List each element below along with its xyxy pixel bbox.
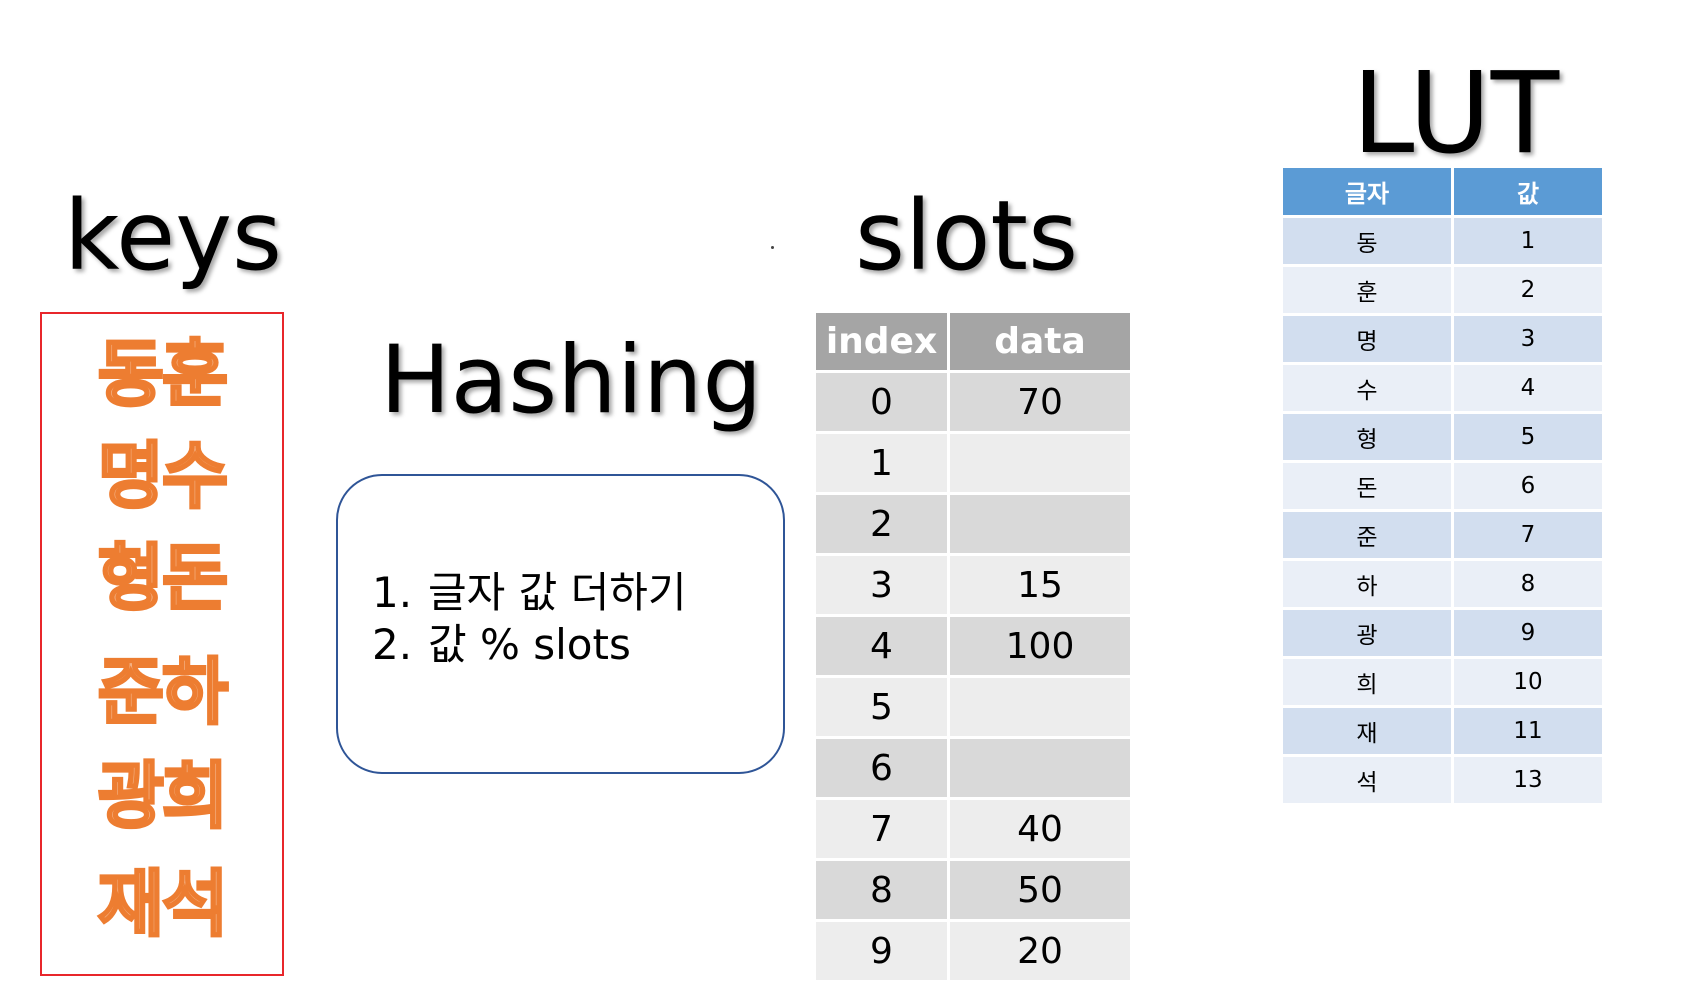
slot-index: 6: [816, 739, 947, 797]
lut-char: 희: [1283, 659, 1451, 705]
key-word: 동훈: [96, 332, 229, 416]
column-header-char: 글자: [1283, 168, 1451, 215]
table-row: 2: [816, 495, 1130, 553]
step-number: 2.: [372, 620, 413, 669]
lut-value: 8: [1454, 561, 1602, 607]
keys-box: 동훈 명수 형돈 준하 광희 재석: [40, 312, 284, 976]
table-row: 1: [816, 434, 1130, 492]
key-word: 광희: [96, 754, 229, 838]
lut-char: 광: [1283, 610, 1451, 656]
slot-index: 3: [816, 556, 947, 614]
slot-index: 4: [816, 617, 947, 675]
lut-value: 13: [1454, 757, 1602, 803]
key-word: 재석: [96, 862, 229, 946]
table-header-row: index data: [816, 313, 1130, 370]
lut-char: 형: [1283, 414, 1451, 460]
lut-value: 3: [1454, 316, 1602, 362]
slot-index: 9: [816, 922, 947, 980]
slot-data: [950, 739, 1130, 797]
slot-data: 40: [950, 800, 1130, 858]
slot-data: 20: [950, 922, 1130, 980]
slot-data: [950, 434, 1130, 492]
lut-value: 1: [1454, 218, 1602, 264]
lut-char: 하: [1283, 561, 1451, 607]
lut-char: 돈: [1283, 463, 1451, 509]
keys-title: keys: [64, 180, 283, 292]
slot-index: 7: [816, 800, 947, 858]
slot-data: [950, 495, 1130, 553]
slot-index: 5: [816, 678, 947, 736]
lut-title: LUT: [1352, 49, 1560, 179]
column-header-data: data: [950, 313, 1130, 370]
key-word: 명수: [96, 434, 229, 518]
lut-char: 명: [1283, 316, 1451, 362]
lut-value: 6: [1454, 463, 1602, 509]
lut-value: 5: [1454, 414, 1602, 460]
slot-index: 1: [816, 434, 947, 492]
table-header-row: 글자 값: [1283, 168, 1602, 215]
lut-char: 석: [1283, 757, 1451, 803]
lut-value: 2: [1454, 267, 1602, 313]
lut-char: 준: [1283, 512, 1451, 558]
slot-data: 50: [950, 861, 1130, 919]
table-row: 5: [816, 678, 1130, 736]
lut-value: 10: [1454, 659, 1602, 705]
hash-step: 2.값 % slots: [372, 624, 631, 666]
stray-dot: [771, 246, 774, 249]
lut-value: 11: [1454, 708, 1602, 754]
slot-data: [950, 678, 1130, 736]
table-row: 6: [816, 739, 1130, 797]
key-word: 준하: [96, 650, 229, 734]
slot-data: 15: [950, 556, 1130, 614]
lut-char: 동: [1283, 218, 1451, 264]
slot-data: 100: [950, 617, 1130, 675]
lut-char: 수: [1283, 365, 1451, 411]
slot-data: 70: [950, 373, 1130, 431]
hash-steps-box: 1.글자 값 더하기 2.값 % slots: [336, 474, 785, 774]
lut-char: 재: [1283, 708, 1451, 754]
slot-index: 8: [816, 861, 947, 919]
lut-char: 훈: [1283, 267, 1451, 313]
lut-value: 4: [1454, 365, 1602, 411]
key-word: 형돈: [96, 536, 229, 620]
lut-value: 7: [1454, 512, 1602, 558]
step-number: 1.: [372, 568, 413, 617]
slot-index: 0: [816, 373, 947, 431]
hashing-title: Hashing: [380, 326, 763, 435]
column-header-index: index: [816, 313, 947, 370]
slots-title: slots: [855, 180, 1079, 292]
hash-step: 1.글자 값 더하기: [372, 572, 687, 614]
slot-index: 2: [816, 495, 947, 553]
step-text: 값 % slots: [428, 620, 631, 669]
lut-value: 9: [1454, 610, 1602, 656]
step-text: 글자 값 더하기: [428, 568, 687, 617]
column-header-value: 값: [1454, 168, 1602, 215]
